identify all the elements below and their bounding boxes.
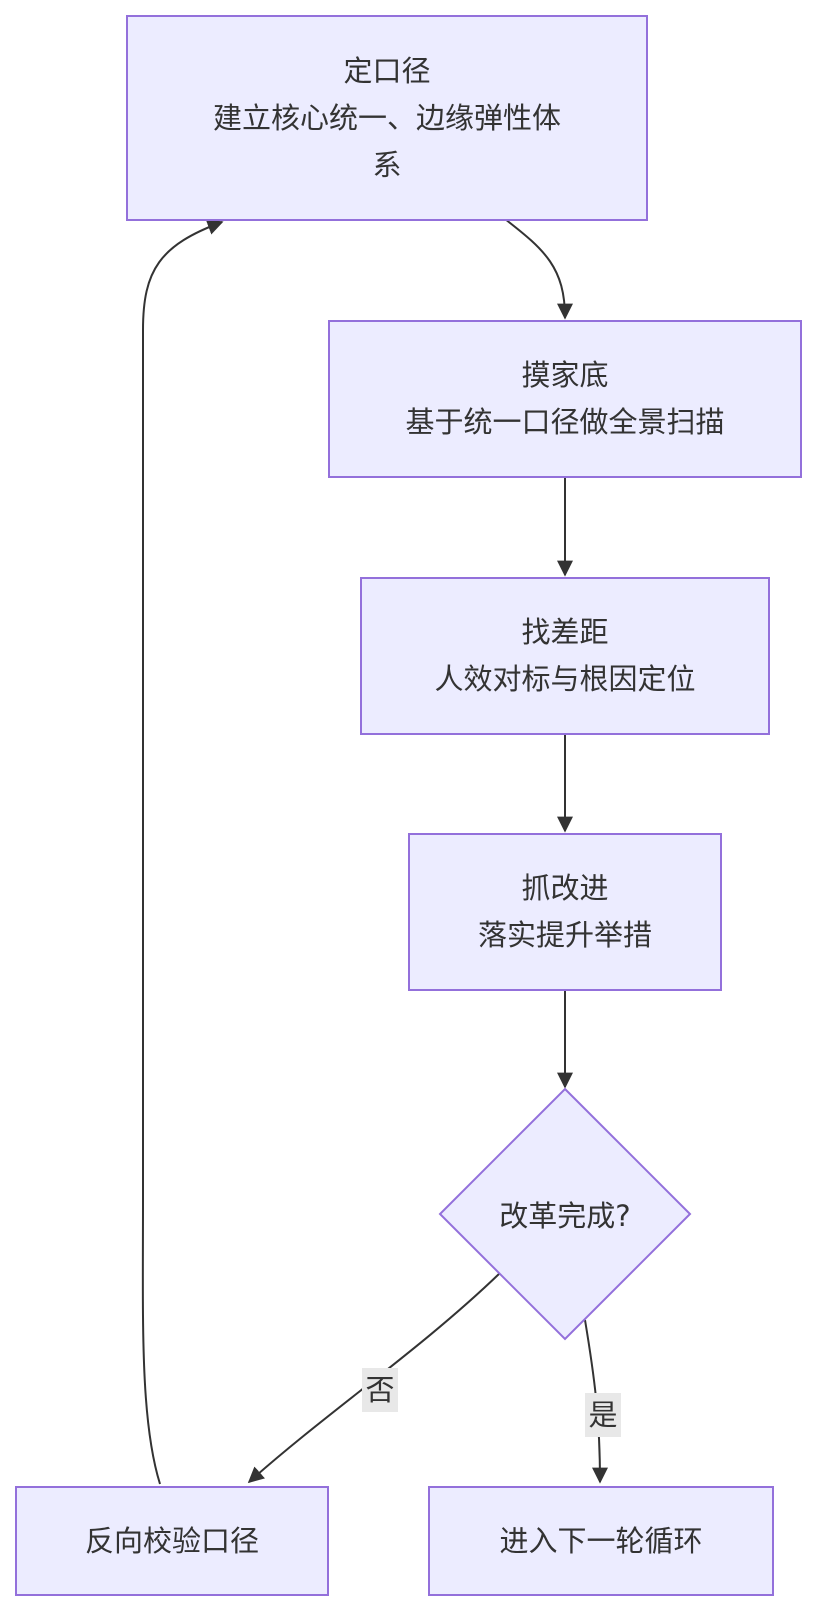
node-define-line1: 建立核心统一、边缘弹性体 — [212, 100, 561, 135]
node-improve-title: 抓改进 — [521, 871, 609, 905]
node-reverse-check: 反向校验口径 — [15, 1486, 329, 1596]
decision-label: 改革完成? — [499, 1199, 631, 1233]
edge-define-to-baseline — [504, 218, 573, 320]
node-baseline-scan: 摸家底 基于统一口径做全景扫描 — [328, 320, 802, 478]
node-define-line2: 系 — [372, 147, 402, 182]
node-define-title: 定口径 — [343, 53, 431, 88]
edge-label-no: 否 — [362, 1368, 398, 1412]
node-reverse-label: 反向校验口径 — [84, 1523, 259, 1558]
node-define-caliber: 定口径 建立核心统一、边缘弹性体 系 — [126, 15, 648, 221]
edge-reverse-to-define — [141, 219, 224, 1485]
edge-label-yes: 是 — [585, 1393, 621, 1437]
node-improve-line1: 落实提升举措 — [477, 918, 652, 952]
node-baseline-line1: 基于统一口径做全景扫描 — [405, 405, 725, 439]
node-baseline-title: 摸家底 — [521, 358, 609, 392]
node-find-gap: 找差距 人效对标与根因定位 — [360, 577, 770, 735]
node-next-label: 进入下一轮循环 — [499, 1523, 703, 1558]
node-gap-line1: 人效对标与根因定位 — [434, 662, 696, 696]
node-next-cycle: 进入下一轮循环 — [428, 1486, 774, 1596]
node-gap-title: 找差距 — [521, 615, 609, 649]
node-improve: 抓改进 落实提升举措 — [408, 833, 722, 991]
